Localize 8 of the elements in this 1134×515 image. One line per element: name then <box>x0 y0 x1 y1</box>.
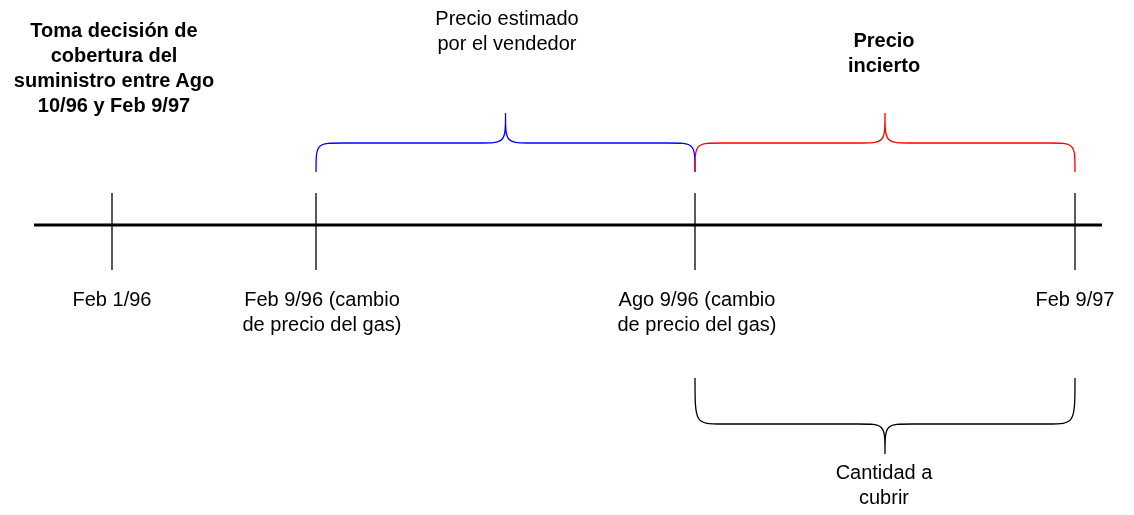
date-label: Feb 1/96 <box>71 287 153 312</box>
date-label: Feb 9/97 <box>1034 287 1116 312</box>
date-label: Ago 9/96 (cambio de precio del gas) <box>616 287 778 337</box>
bracket-label: Precio estimado por el vendedor <box>434 6 580 56</box>
decision-note: Toma decisión de cobertura del suministro entre Ago 10/96 y Feb 9/97 <box>12 18 216 118</box>
bracket-label: Precio incierto <box>846 28 922 78</box>
date-label: Feb 9/96 (cambio de precio del gas) <box>241 287 403 337</box>
bracket-label: Cantidad a cubrir <box>834 460 934 510</box>
